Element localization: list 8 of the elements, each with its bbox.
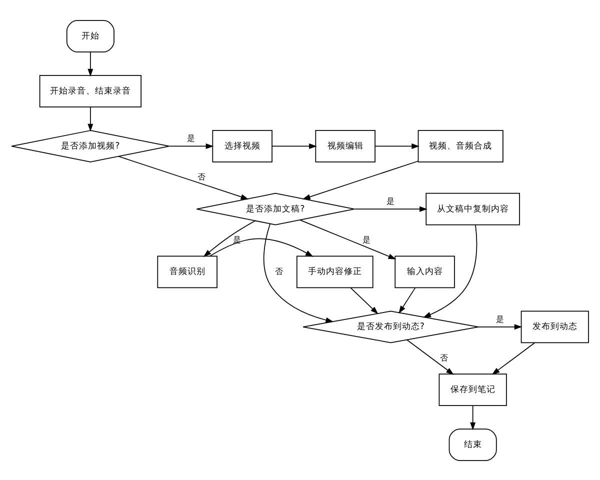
edge-label: 否 — [275, 266, 284, 276]
edge-label: 是 — [233, 234, 242, 244]
edge-label: 是 — [187, 134, 196, 143]
edge-label: 是 — [496, 314, 504, 324]
edge-label: 否 — [440, 352, 448, 362]
edge-label: 是 — [362, 234, 370, 244]
edge-label: 是 — [386, 196, 394, 206]
edge-label: 否 — [197, 172, 206, 182]
